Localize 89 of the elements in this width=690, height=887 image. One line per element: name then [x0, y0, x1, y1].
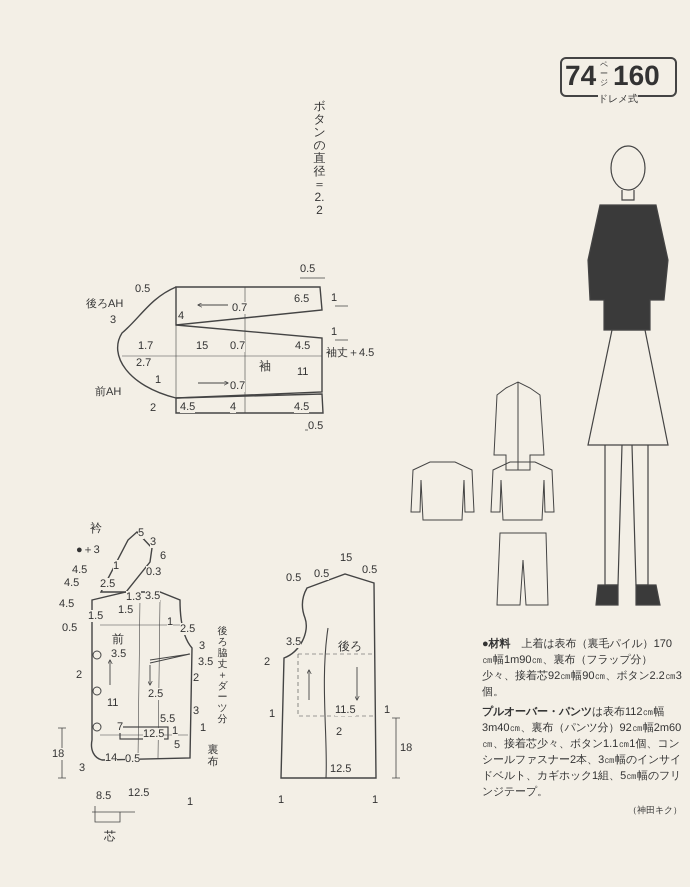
measurement-label: 0.5 — [286, 572, 302, 584]
measurement-label: 0.5 — [308, 420, 324, 432]
materials-paragraph: ●材料 上着は表布（裏毛パイル）170㎝幅1m90㎝、裏布（フラップ分）少々、接着芯92㎝幅90㎝、ボタン2.2㎝3個。 — [482, 636, 682, 700]
measurement-label: 4.5 — [59, 598, 74, 610]
measurement-label: 4.5 — [64, 577, 80, 589]
measurement-label: 4 — [230, 401, 236, 413]
measurement-label: 12.5 — [143, 728, 164, 740]
measurement-label: 3.5 — [111, 648, 126, 660]
measurement-label: 1 — [167, 616, 174, 628]
measurement-label: 1.7 — [138, 340, 154, 352]
measurement-label: 1 — [331, 292, 338, 304]
measurement-label: 5.5 — [160, 713, 176, 725]
measurement-label: 8.5 — [96, 790, 112, 802]
measurement-label: 3 — [110, 314, 116, 326]
measurement-label: 2 — [76, 669, 82, 681]
measurement-label: 1 — [187, 796, 194, 808]
measurement-label: 2 — [150, 402, 156, 414]
armhole-label: 後ろAH — [86, 298, 124, 310]
measurement-label: 2.5 — [100, 578, 116, 590]
measurement-label: 0.5 — [314, 568, 330, 580]
note-text: 後ろ脇丈＋ダーツ分 — [216, 626, 228, 725]
measurement-label: 3.5 — [286, 636, 302, 648]
measurement-label: 4.5 — [180, 401, 196, 413]
measurement-label: 3.5 — [198, 656, 214, 668]
measurement-label: 18 — [52, 748, 64, 760]
measurement-label: 5 — [174, 739, 180, 751]
materials-paragraph: プルオーバー・パンツは表布112㎝幅3m40㎝、裏布（パンツ分）92㎝幅2m60㎝、接着芯少々、ボタン1.1㎝1個、コンシールファスナー2本、3㎝幅のインサイドベルト、カギホック1組、5㎝幅のフリンジテープ。 — [482, 704, 682, 800]
measurement-label: 15 — [340, 552, 352, 564]
measurement-label: 15 — [196, 340, 208, 352]
measurement-label: 11 — [297, 366, 308, 378]
measurement-label: 0.5 — [62, 622, 78, 634]
measurement-label: 1 — [384, 704, 390, 716]
credit-text: （神田キク） — [627, 804, 682, 816]
part-name: 後ろ — [338, 640, 362, 653]
measurement-label: 0.3 — [146, 566, 162, 578]
measurement-label: 2.5 — [180, 623, 196, 635]
measurement-label: 0.5 — [125, 753, 140, 765]
note-text: 裏布 — [206, 744, 220, 768]
measurement-label: 袖丈＋4.5 — [326, 347, 374, 359]
measurement-label: 1 — [155, 374, 162, 386]
measurement-label: 0.7 — [232, 302, 248, 314]
measurement-label: 1 — [269, 708, 276, 720]
measurement-label: 1 — [331, 326, 338, 338]
measurement-label: 12.5 — [128, 787, 150, 799]
measurement-label: 1.5 — [118, 604, 134, 616]
note-text: ボタンの直径＝2.2 — [312, 100, 327, 217]
measurement-label: 2.7 — [136, 357, 152, 369]
measurement-label: 0.7 — [230, 380, 246, 392]
measurement-label: 1 — [172, 725, 178, 737]
measurement-label: 1 — [372, 794, 378, 806]
measurement-label: 0.7 — [230, 340, 246, 352]
armhole-label: 前AH — [95, 386, 122, 398]
method-name: ドレメ式 — [598, 94, 638, 105]
measurement-label: 2 — [193, 672, 200, 684]
measurement-label: 0.5 — [135, 283, 150, 295]
measurement-label: 4 — [178, 310, 184, 322]
measurement-label: 11.5 — [335, 704, 356, 716]
measurement-label: 12.5 — [330, 763, 352, 775]
measurement-label: 2 — [264, 656, 270, 668]
page-unit: ページ — [599, 60, 609, 87]
measurement-label: 3 — [199, 640, 206, 652]
part-name: 前 — [112, 633, 124, 646]
measurement-label: 5 — [138, 527, 144, 539]
measurement-label: 1 — [200, 722, 206, 734]
measurement-label: 1 — [278, 794, 284, 806]
measurement-label: 0.5 — [300, 263, 316, 275]
measurement-label: 1.3 — [126, 591, 142, 603]
measurement-label: 4.5 — [295, 340, 310, 352]
measurement-label: 2 — [336, 726, 342, 738]
measurement-label: 3.5 — [145, 590, 160, 602]
measurement-label: 1.5 — [88, 610, 104, 622]
measurement-label: 6.5 — [294, 293, 310, 305]
measurement-label: 18 — [400, 742, 412, 754]
measurement-label: 3 — [150, 536, 156, 548]
measurement-label: 2.5 — [148, 688, 164, 700]
measurement-label: 4.5 — [294, 401, 310, 413]
measurement-label: ●＋3 — [76, 544, 100, 556]
part-name: 芯 — [104, 830, 116, 843]
measurement-label: 14 — [105, 752, 118, 764]
measurement-label: 3 — [79, 762, 86, 774]
part-name: 衿 — [90, 522, 102, 535]
measurement-label: 4.5 — [72, 564, 88, 576]
part-name: 袖 — [259, 360, 271, 373]
measurement-label: 0.5 — [362, 564, 378, 576]
measurement-label: 7 — [117, 721, 124, 733]
measurement-label: 3 — [193, 705, 200, 717]
measurement-label: 6 — [160, 550, 166, 562]
measurement-label: 1 — [113, 560, 120, 572]
measurement-label: 11 — [107, 697, 118, 709]
